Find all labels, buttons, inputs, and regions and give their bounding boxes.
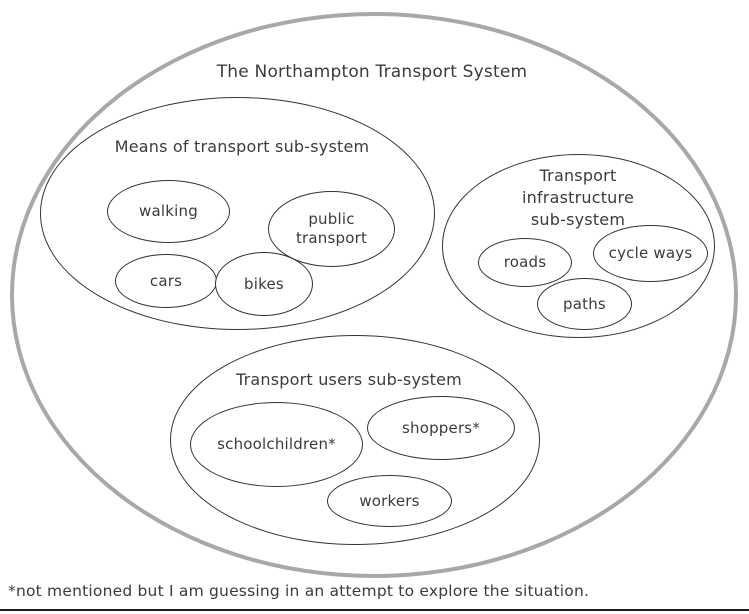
subsystem-infrastructure-label: Transport infrastructure sub-system [521,166,634,229]
diagram-title: The Northampton Transport System [216,62,528,82]
node-cycle-ways: cycle ways [593,225,708,282]
node-roads: roads [478,238,572,287]
node-walking: walking [107,180,230,243]
subsystem-infrastructure-ellipse [442,154,715,338]
diagram-footnote: *not mentioned but I am guessing in an a… [8,582,590,600]
node-public-transport: public transport [268,191,395,267]
bottom-divider [0,609,749,611]
node-paths: paths [537,278,632,330]
system-boundary-ellipse [10,12,738,578]
node-bikes: bikes [215,252,313,316]
subsystem-users-ellipse [170,335,540,545]
subsystem-means-ellipse [40,97,435,330]
subsystem-users-label: Transport users sub-system [236,370,462,389]
node-cars: cars [115,254,217,308]
node-shoppers: shoppers* [367,396,515,460]
node-workers: workers [327,475,452,527]
node-schoolchildren: schoolchildren* [190,402,363,487]
subsystem-means-label: Means of transport sub-system [114,137,370,156]
